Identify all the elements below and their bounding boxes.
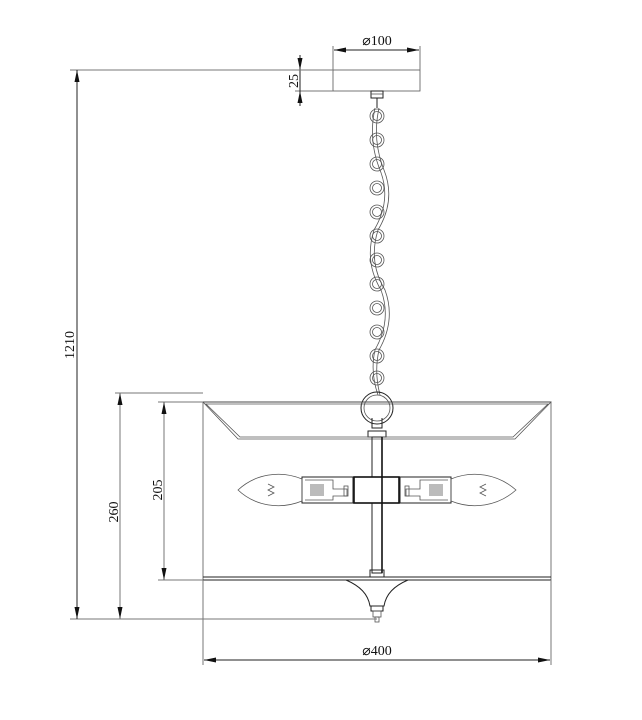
shade-height-dimension: 205 bbox=[151, 401, 203, 581]
total-height-dimension: 1210 bbox=[63, 69, 377, 620]
chain bbox=[369, 90, 390, 396]
bottom-finial bbox=[345, 579, 409, 623]
total-height-label: 1210 bbox=[63, 331, 78, 359]
candle-bulb-left bbox=[237, 473, 303, 507]
canopy-height-dimension: 25 bbox=[287, 55, 333, 106]
ceiling-canopy bbox=[332, 69, 421, 92]
center-hub bbox=[353, 476, 400, 504]
shade-total-height-label: 260 bbox=[107, 502, 122, 523]
candle-bulb-right bbox=[450, 473, 517, 507]
shade-total-height-dimension: 260 bbox=[107, 392, 203, 619]
suspension-ring bbox=[360, 391, 394, 438]
shade-diameter-dimension: ⌀400 bbox=[204, 644, 550, 663]
canopy-diameter-dimension: ⌀100 bbox=[332, 34, 421, 70]
bulb-holder-right bbox=[399, 476, 452, 504]
shade-height-label: 205 bbox=[151, 480, 166, 501]
drum-shade bbox=[202, 401, 552, 665]
bulb-holder-left bbox=[301, 476, 354, 504]
canopy-height-label: 25 bbox=[287, 74, 302, 88]
canopy-diameter-label: ⌀100 bbox=[362, 34, 391, 49]
center-stem bbox=[369, 436, 385, 578]
shade-diameter-label: ⌀400 bbox=[362, 644, 391, 659]
